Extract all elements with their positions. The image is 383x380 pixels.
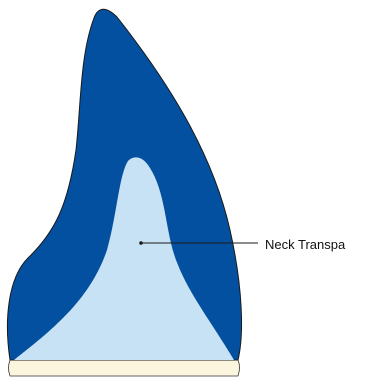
layer-label: Neck Transpa xyxy=(265,237,346,252)
label-leader-dot xyxy=(139,241,143,245)
base-strip xyxy=(9,360,240,376)
